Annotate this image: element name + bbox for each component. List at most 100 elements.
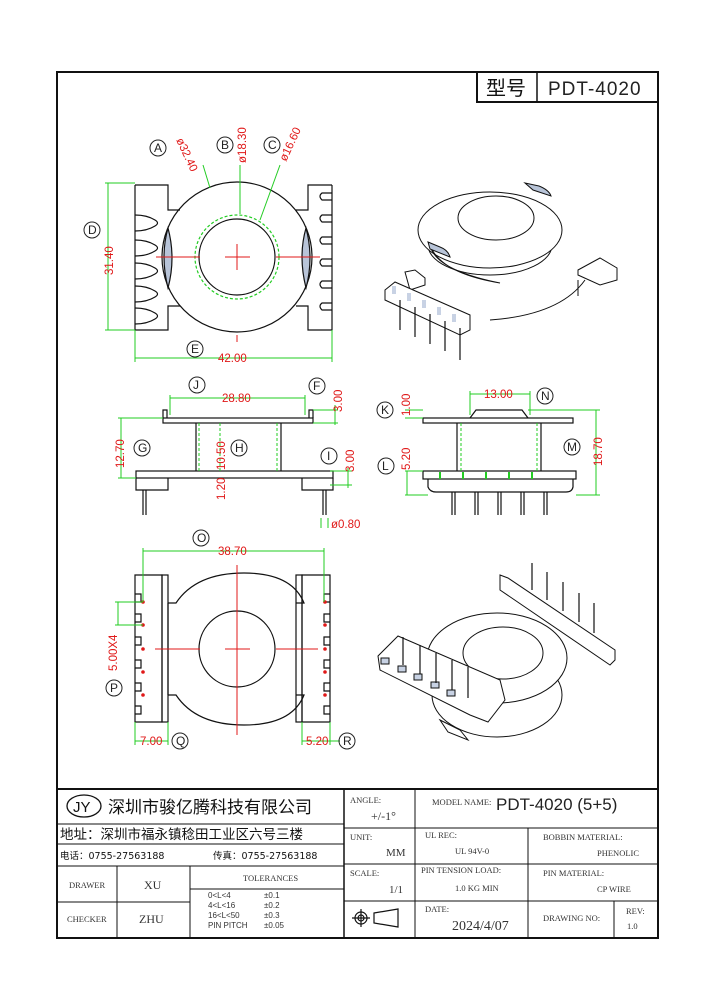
tolerance-range: 0<L<4 <box>208 891 231 900</box>
dim-r: 5.20 <box>306 736 328 748</box>
marker-o: O <box>197 531 206 545</box>
bottom-view-markers: O P Q R <box>105 529 356 750</box>
dim-i: 3.00 <box>345 450 357 472</box>
dim-l: 5.20 <box>401 448 413 470</box>
isometric-view-bottom <box>377 563 616 742</box>
side-view-dimensions <box>118 395 352 528</box>
dim-e: 42.00 <box>218 353 247 365</box>
ul-rec-value: UL 94V-0 <box>455 846 489 856</box>
isometric-view-top <box>384 182 618 360</box>
angle-value: +/-1° <box>371 809 396 823</box>
tolerance-value: ±0.05 <box>264 921 285 930</box>
dim-f: 3.00 <box>333 390 345 412</box>
model-name-value: PDT-4020 (5+5) <box>496 795 617 814</box>
model-name-label: MODEL NAME: <box>432 797 491 807</box>
title-block <box>57 788 658 938</box>
top-view-centerlines <box>156 244 320 342</box>
dim-o: 38.70 <box>218 546 247 558</box>
dim-m: 18.70 <box>593 437 605 466</box>
tolerance-value: ±0.1 <box>264 891 280 900</box>
marker-b: B <box>221 138 229 152</box>
ul-rec-label: UL REC: <box>425 830 457 840</box>
marker-d: D <box>88 223 97 237</box>
bobbin-material-label: BOBBIN MATERIAL: <box>543 832 623 842</box>
marker-f: F <box>313 379 320 393</box>
marker-q: Q <box>176 734 185 748</box>
unit-label: UNIT: <box>350 832 372 842</box>
bottom-view-centerlines <box>155 565 318 735</box>
dim-n: 13.00 <box>484 389 513 401</box>
dim-c: ø16.60 <box>278 126 304 164</box>
company-address: 地址：深圳市福永镇稔田工业区六号三楼 <box>60 826 303 843</box>
marker-j: J <box>193 378 199 392</box>
angle-label: ANGLE: <box>350 795 381 805</box>
drawing-no-label: DRAWING NO: <box>543 913 600 923</box>
front-view <box>422 409 577 515</box>
top-view <box>134 181 333 333</box>
front-view-dimensions <box>405 391 600 496</box>
checker-label: CHECKER <box>67 914 107 924</box>
dim-b: ø18.30 <box>237 127 249 163</box>
scale-value: 1/1 <box>389 884 403 896</box>
tolerance-value: ±0.2 <box>264 901 280 910</box>
pin-tension-value: 1.0 KG MIN <box>455 883 499 893</box>
marker-a: A <box>154 141 162 155</box>
dim-p: 5.00X4 <box>108 634 120 671</box>
tolerance-range: PIN PITCH <box>208 921 248 930</box>
marker-p: P <box>110 681 118 695</box>
date-label: DATE: <box>425 904 449 914</box>
dim-g: 12.70 <box>115 439 127 468</box>
date-value: 2024/4/07 <box>452 919 509 934</box>
marker-n: N <box>541 389 550 403</box>
tolerance-value: ±0.3 <box>264 911 280 920</box>
dim-h: 10.50 <box>216 441 228 470</box>
side-view-dim-text: 28.80 3.00 12.70 10.50 1.20 3.00 ø0.80 <box>115 390 360 531</box>
dim-pin: ø0.80 <box>331 519 360 531</box>
dim-a: ø32.40 <box>173 136 199 174</box>
marker-g: G <box>138 441 147 455</box>
projection-symbol-icon <box>352 908 399 928</box>
scale-label: SCALE: <box>350 868 379 878</box>
checker-value: ZHU <box>139 912 164 926</box>
unit-value: MM <box>386 847 406 859</box>
marker-h: H <box>235 441 244 455</box>
pin-material-value: CP WIRE <box>597 884 631 894</box>
dim-q: 7.00 <box>140 736 162 748</box>
company-fax: 传真：0755-27563188 <box>213 850 317 862</box>
marker-l: L <box>382 459 389 473</box>
top-view-dim-text: ø32.40 ø18.30 ø16.60 31.40 42.00 <box>104 126 304 365</box>
bottom-view-dim-text: 38.70 5.00X4 7.00 5.20 <box>108 546 328 748</box>
company-logo-text: JY <box>73 799 91 816</box>
pin-material-label: PIN MATERIAL: <box>543 868 604 878</box>
top-view-dimensions <box>105 164 333 362</box>
drawer-value: XU <box>144 878 162 892</box>
rev-value: 1.0 <box>627 921 638 931</box>
top-view-markers: A B C D E <box>83 136 281 358</box>
marker-r: R <box>343 734 352 748</box>
dim-j: 28.80 <box>222 393 251 405</box>
marker-e: E <box>191 342 199 356</box>
marker-i: I <box>327 449 330 463</box>
marker-k: K <box>381 403 389 417</box>
side-view <box>135 409 334 515</box>
dim-k: 1.00 <box>401 394 413 416</box>
company-name: 深圳市骏亿腾科技有限公司 <box>108 798 312 818</box>
tolerances-label: TOLERANCES <box>243 873 298 883</box>
bottom-view-dimensions <box>115 548 340 745</box>
side-view-markers: J F G H I <box>133 376 338 465</box>
front-view-markers: K N L M <box>376 387 581 475</box>
company-logo <box>66 794 102 818</box>
rev-label: REV: <box>626 906 645 916</box>
tolerance-range: 16<L<50 <box>208 911 240 920</box>
marker-c: C <box>268 138 277 152</box>
drawer-label: DRAWER <box>69 880 105 890</box>
tolerance-range: 4<L<16 <box>208 901 236 910</box>
pin-tension-label: PIN TENSION LOAD: <box>421 865 501 875</box>
model-label-cn: 型号 <box>486 76 526 100</box>
dim-d: 31.40 <box>104 246 116 275</box>
model-number: PDT-4020 <box>548 79 642 100</box>
sheet-border <box>56 71 659 939</box>
company-phone: 电话：0755-27563188 <box>60 850 164 862</box>
tolerances-table: 0<L<4 ±0.1 4<L<16 ±0.2 16<L<50 ±0.3 PIN … <box>208 891 285 930</box>
